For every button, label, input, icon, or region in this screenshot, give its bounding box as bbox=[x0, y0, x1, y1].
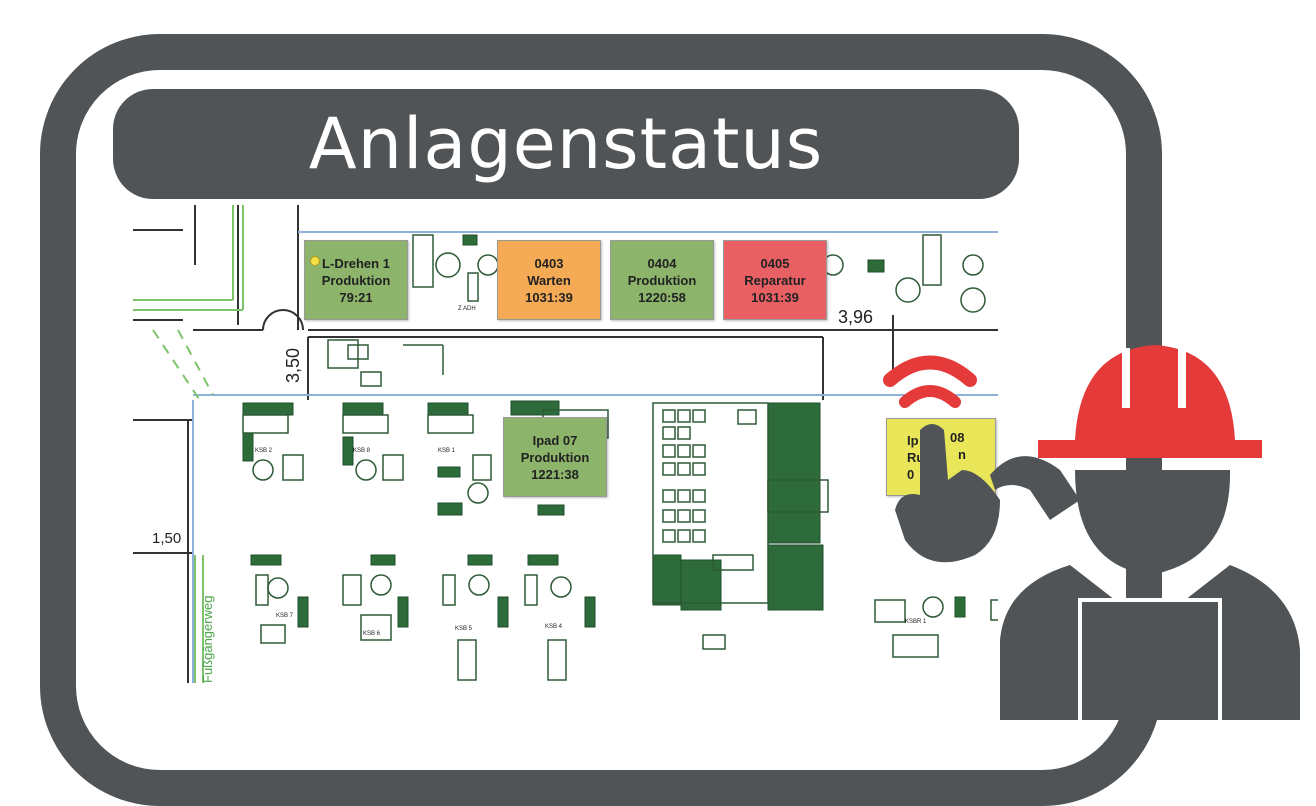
machine-blocks bbox=[242, 234, 966, 628]
status-indicator-dot bbox=[310, 256, 320, 266]
machine-label: KSB 5 bbox=[455, 626, 473, 632]
machine-tile-ipad-08[interactable]: Ip Ru 0 bbox=[886, 418, 996, 496]
machine-time-fragment: 0 bbox=[907, 466, 915, 482]
walkway-label: Fußgängerweg bbox=[200, 596, 215, 683]
machine-status: Reparatur bbox=[744, 272, 806, 288]
machine-label: KSB 7 bbox=[276, 613, 294, 619]
machine-status: Warten bbox=[527, 272, 571, 288]
dimension-label-width: 3,50 bbox=[283, 347, 303, 383]
machine-status-fragment: Ru bbox=[907, 449, 925, 465]
machine-id-suffix: 08 bbox=[950, 430, 965, 445]
page-title: Anlagenstatus bbox=[308, 103, 824, 185]
machine-status: Produktion bbox=[520, 449, 590, 465]
walkway-lines bbox=[133, 205, 244, 683]
machine-tile-0404[interactable]: 0404 Produktion 1220:58 bbox=[610, 240, 714, 320]
machine-time: 79:21 bbox=[339, 289, 373, 305]
dimension-label-walkway: 1,50 bbox=[152, 530, 182, 547]
machine-status-suffix: n bbox=[958, 447, 966, 462]
machine-label: KSB 8 bbox=[353, 448, 371, 454]
machine-id: L-Drehen 1 bbox=[322, 255, 390, 271]
machine-tile-0405[interactable]: 0405 Reparatur 1031:39 bbox=[723, 240, 827, 320]
dimension-label-gap: 3,96 bbox=[838, 307, 874, 327]
machine-tile-ipad-07[interactable]: Ipad 07 Produktion 1221:38 bbox=[503, 417, 607, 497]
machine-label: KSB 1 bbox=[438, 448, 456, 454]
machine-label: KSBR 1 bbox=[905, 619, 927, 625]
machine-tile-0403[interactable]: 0403 Warten 1031:39 bbox=[497, 240, 601, 320]
machine-time: 1031:39 bbox=[751, 289, 799, 305]
machine-id: Ipad 07 bbox=[532, 432, 578, 448]
corridor-lines bbox=[192, 231, 998, 683]
machine-time: 1221:38 bbox=[531, 466, 579, 482]
machine-label: Z ADH bbox=[458, 306, 476, 312]
machine-tile-l-drehen-1[interactable]: L-Drehen 1 Produktion 79:21 bbox=[304, 240, 408, 320]
machine-status: Produktion bbox=[321, 272, 391, 288]
machine-label: KSB 4 bbox=[545, 624, 563, 630]
machine-time: 1220:58 bbox=[638, 289, 686, 305]
machine-id-fragment: Ip bbox=[907, 432, 919, 448]
title-bar: Anlagenstatus bbox=[113, 89, 1019, 199]
machine-id: 0403 bbox=[534, 255, 564, 271]
floor-plan: KSB 2 KSB 8 KSB 1 KSB 7 KSB 6 KSB 5 KSB … bbox=[133, 205, 998, 683]
machine-id: 0405 bbox=[760, 255, 790, 271]
machine-label: KSB 6 bbox=[363, 631, 381, 637]
machine-time: 1031:39 bbox=[525, 289, 573, 305]
machine-label: KSB 2 bbox=[255, 448, 273, 454]
machine-status: Produktion bbox=[627, 272, 697, 288]
machine-labels: KSB 2 KSB 8 KSB 1 KSB 7 KSB 6 KSB 5 KSB … bbox=[255, 306, 927, 637]
machine-id: 0404 bbox=[647, 255, 677, 271]
